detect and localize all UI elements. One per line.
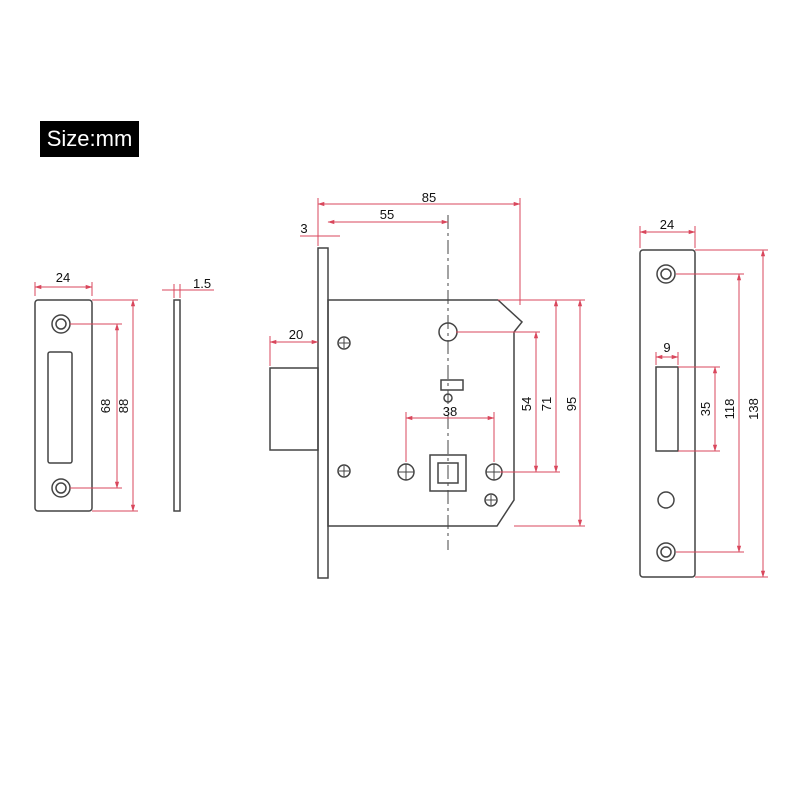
plate-thickness-label: 1.5 xyxy=(193,276,211,291)
case-height-label: 95 xyxy=(564,397,579,411)
hole-spacing-label: 38 xyxy=(443,404,457,419)
forend-dimensions xyxy=(639,226,768,578)
lock-body xyxy=(269,247,524,579)
backset-label: 55 xyxy=(380,207,394,222)
total-depth-label: 85 xyxy=(422,190,436,205)
lock-centerlines xyxy=(339,215,502,550)
screw-bottom-icon xyxy=(337,464,351,478)
forend-slot-width-label: 9 xyxy=(663,340,670,355)
forend-slot-height-label: 35 xyxy=(698,402,713,416)
forend-height-label: 138 xyxy=(746,398,761,420)
forend-hole-spacing-label: 118 xyxy=(722,399,737,420)
strike-plate xyxy=(34,299,93,512)
bolt-projection-label: 20 xyxy=(289,327,303,342)
screw-case-icon xyxy=(484,493,498,507)
plate-thickness-dimension xyxy=(162,284,214,298)
forend-bolt-slot xyxy=(655,366,679,452)
dim-54-label: 54 xyxy=(519,397,534,411)
faceplate-thickness-label: 3 xyxy=(300,221,307,236)
forend-width-label: 24 xyxy=(660,217,674,232)
size-unit-label: Size:mm xyxy=(40,121,139,157)
strike-plate-dimensions xyxy=(34,282,138,512)
latch-indicator xyxy=(440,379,464,391)
bolt xyxy=(269,367,319,451)
strike-width-label: 24 xyxy=(56,270,70,285)
strike-hole-spacing-label: 68 xyxy=(98,399,113,413)
lock-body-dimensions xyxy=(269,198,585,527)
dim-71-label: 71 xyxy=(539,397,554,411)
forend-plate xyxy=(639,249,696,578)
screw-top-icon xyxy=(337,336,351,350)
plate-side-view xyxy=(173,299,181,512)
lock-case xyxy=(327,299,524,527)
strike-height-label: 88 xyxy=(116,399,131,413)
lock-faceplate xyxy=(317,247,329,579)
